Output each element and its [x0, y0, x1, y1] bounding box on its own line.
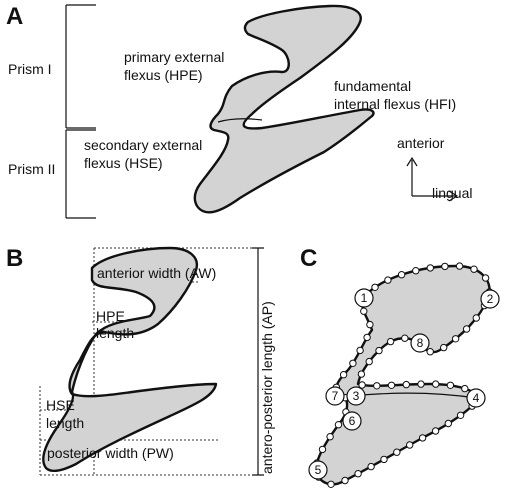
svg-text:7: 7: [332, 389, 339, 403]
semilandmark-dot: [472, 314, 480, 322]
hse-label-line1: secondary external: [84, 137, 202, 153]
semilandmark-dot: [339, 371, 348, 379]
landmark-8: 8: [410, 333, 430, 353]
hse-length-label-line1: HSE: [46, 397, 75, 413]
semilandmark-dot: [431, 427, 440, 435]
semilandmark-dot: [426, 264, 434, 272]
prism-2-bracket: [65, 129, 96, 219]
semilandmark-dot: [357, 370, 366, 378]
semilandmark-dot: [387, 381, 396, 389]
semilandmark-dot: [386, 337, 395, 346]
hpe-length-label-line2: length: [96, 325, 134, 341]
hpe-label-line2: flexus (HPE): [124, 67, 203, 83]
ap-measurement-line: [252, 247, 264, 476]
semilandmark-dot: [384, 276, 392, 284]
semilandmark-dot: [349, 359, 357, 367]
landmark-1: 1: [354, 288, 374, 308]
semilandmark-dot: [363, 333, 371, 342]
landmarks: 1 2 3 4 5 6 7 8: [308, 288, 500, 480]
svg-text:2: 2: [487, 292, 494, 306]
tooth-outline-b: [42, 246, 218, 473]
semilandmark-dot: [356, 346, 364, 355]
semilandmark-dot: [366, 320, 374, 329]
semilandmark-dot: [334, 421, 343, 429]
anterior-width-label: anterior width (AW): [97, 265, 216, 281]
semilandmark-dot: [455, 262, 464, 270]
hfi-label-line1: fundamental: [334, 78, 411, 94]
hfi-label-line2: internal flexus (HFI): [334, 96, 456, 112]
landmark-3: 3: [346, 386, 366, 406]
prism-2-label: Prism II: [8, 161, 55, 177]
svg-text:8: 8: [417, 336, 424, 350]
semilandmark-dot: [470, 265, 478, 273]
semilandmark-dot: [446, 381, 455, 389]
semilandmark-dot: [412, 267, 420, 275]
semilandmark-dot: [358, 381, 366, 389]
semilandmark-dot: [401, 334, 409, 342]
semilandmark-dot: [426, 348, 434, 356]
prism-1-bracket: [65, 4, 96, 129]
anterior-label: anterior: [397, 135, 445, 151]
semilandmark-dot: [417, 380, 425, 388]
tooth-outline-a: [193, 4, 375, 214]
svg-text:1: 1: [361, 291, 368, 305]
landmark-6: 6: [342, 411, 362, 431]
semilandmark-dot: [462, 325, 471, 333]
svg-text:4: 4: [473, 391, 480, 405]
semilandmark-dot: [327, 480, 335, 488]
semilandmark-dot: [373, 382, 381, 390]
orientation-arrows: [406, 156, 459, 202]
hpe-length-label-line1: HPE: [96, 308, 125, 324]
semilandmark-dot: [402, 380, 410, 389]
landmark-2: 2: [480, 289, 500, 309]
panel-b-label: B: [6, 245, 23, 272]
semilandmark-dot: [380, 455, 388, 464]
semilandmark-dot: [341, 476, 349, 485]
svg-text:3: 3: [353, 389, 360, 403]
semilandmark-dot: [451, 335, 460, 343]
svg-text:5: 5: [315, 463, 322, 477]
semilandmark-dot: [326, 433, 334, 441]
posterior-width-label: posterior width (PW): [47, 445, 174, 461]
semilandmark-dot: [365, 357, 373, 366]
svg-text:6: 6: [349, 414, 356, 428]
landmark-4: 4: [466, 388, 486, 408]
semilandmark-dot: [456, 411, 465, 419]
prism-1-label: Prism I: [8, 61, 52, 77]
semilandmark-dot: [393, 448, 401, 456]
hse-inner-line-a: [217, 118, 263, 123]
semilandmark-dot: [440, 343, 448, 352]
semilandmark-dot: [444, 419, 452, 428]
semilandmark-dot: [360, 307, 368, 315]
ap-length-label: antero-posterior length (AP): [259, 301, 275, 474]
semilandmark-dot: [371, 283, 379, 291]
semilandmark-dot: [406, 441, 414, 449]
hse-label-line2: flexus (HSE): [84, 155, 163, 171]
semilandmark-dot: [432, 380, 440, 388]
semilandmark-dot: [318, 445, 327, 454]
semilandmark-dot: [418, 434, 427, 442]
hse-length-label-line2: length: [46, 415, 84, 431]
semilandmark-dot: [354, 470, 362, 478]
semilandmark-dot: [397, 271, 406, 279]
panel-a-label: A: [6, 3, 23, 30]
semilandmark-dot: [481, 274, 490, 282]
panel-c-label: C: [300, 245, 317, 272]
semilandmark-dot: [441, 262, 449, 271]
hpe-label-line1: primary external: [124, 49, 224, 65]
landmark-7: 7: [325, 386, 345, 406]
semilandmark-dot: [367, 462, 375, 471]
semilandmark-dot: [461, 384, 469, 393]
landmark-5: 5: [308, 460, 328, 480]
semilandmark-dot: [375, 346, 383, 355]
